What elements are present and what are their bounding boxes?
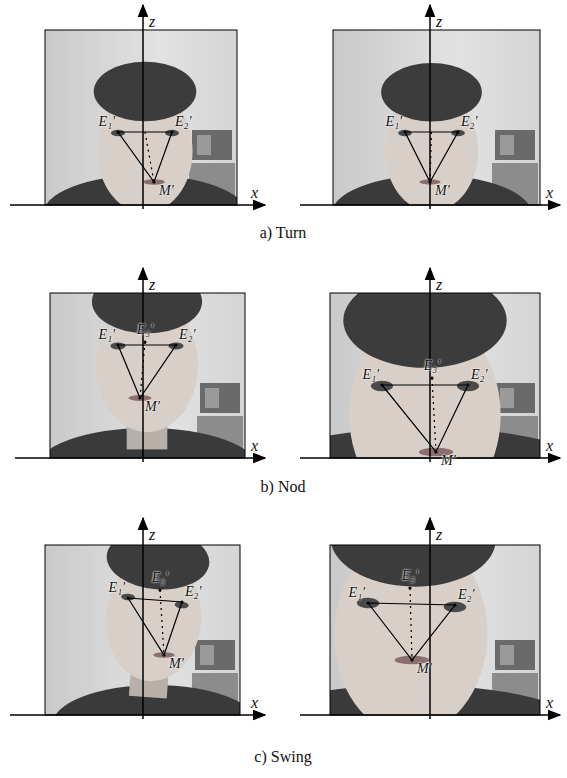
feature-triangle — [405, 132, 458, 182]
photo-panel — [262, 268, 567, 540]
subfigure-caption: a) Turn — [260, 224, 307, 242]
photo-frame — [330, 293, 540, 458]
axis-label: z — [149, 526, 155, 544]
feature-triangle — [118, 132, 172, 182]
photo-frame — [330, 545, 540, 715]
feature-point — [138, 396, 141, 399]
photo-panel — [246, 489, 567, 765]
feature-point — [152, 180, 155, 183]
photo-panel — [10, 518, 265, 765]
photo-frame — [45, 30, 237, 205]
axis-label: x — [546, 694, 553, 712]
face-photo — [45, 30, 237, 205]
feature-point — [456, 130, 459, 133]
point-label: E₁' — [109, 580, 125, 595]
point-label: E₂' — [179, 327, 195, 342]
z-axis — [142, 268, 144, 462]
point-label: M' — [169, 656, 184, 671]
point-label: E₁' — [386, 114, 402, 129]
axis-label: x — [251, 184, 258, 202]
feature-point — [434, 450, 437, 453]
point-label: M' — [441, 453, 456, 468]
subfigure-caption: b) Nod — [261, 478, 306, 496]
point-label: E₁' — [349, 585, 365, 600]
center-line — [432, 378, 436, 452]
point-label: E₃' — [137, 322, 153, 337]
photo-panel — [15, 268, 265, 508]
z-axis — [142, 518, 144, 719]
center-line — [140, 342, 145, 398]
center-line — [430, 132, 432, 182]
axis-label: x — [251, 437, 258, 455]
x-axis — [10, 204, 265, 206]
face-photo — [330, 545, 540, 715]
feature-point — [430, 376, 433, 379]
feature-point — [126, 596, 129, 599]
x-axis — [300, 457, 560, 459]
point-label: E₂' — [175, 114, 191, 129]
point-label: E₂' — [458, 587, 474, 602]
axis-label: x — [546, 437, 553, 455]
feature-point — [162, 653, 165, 656]
feature-point — [428, 180, 431, 183]
feature-point — [466, 383, 469, 386]
point-label: E₃' — [424, 358, 440, 373]
point-label: M' — [159, 183, 174, 198]
point-label: E₁' — [99, 114, 115, 129]
axis-label: z — [436, 526, 442, 544]
x-axis — [10, 714, 265, 716]
photo-frame — [333, 30, 540, 205]
feature-point — [143, 340, 146, 343]
feature-point — [174, 343, 177, 346]
feature-point — [116, 130, 119, 133]
axis-label: z — [149, 276, 155, 294]
feature-triangle — [118, 345, 176, 398]
photo-frame — [50, 293, 245, 458]
feature-triangle — [382, 385, 468, 452]
feature-point — [116, 343, 119, 346]
point-label: M' — [417, 661, 432, 676]
point-label: E₁' — [363, 367, 379, 382]
z-axis — [142, 5, 144, 209]
face-photo — [330, 293, 540, 458]
point-label: E₃' — [402, 568, 418, 583]
feature-point — [410, 658, 413, 661]
point-label: E₂' — [471, 367, 487, 382]
x-axis — [15, 457, 265, 459]
z-axis — [429, 518, 431, 719]
axis-label: z — [436, 276, 442, 294]
axis-label: z — [149, 13, 155, 31]
z-axis — [429, 5, 431, 209]
point-label: M' — [435, 183, 450, 198]
center-line — [145, 132, 154, 182]
center-line — [410, 588, 412, 660]
feature-point — [366, 601, 369, 604]
point-label: E₂' — [185, 584, 201, 599]
subfigure-caption: c) Swing — [254, 748, 311, 766]
point-label: E₂' — [461, 114, 477, 129]
axis-label: z — [436, 13, 442, 31]
face-photo — [333, 30, 540, 205]
photo-panel — [300, 5, 560, 255]
point-label: E₁' — [99, 327, 115, 342]
feature-triangle — [128, 598, 182, 655]
x-axis — [300, 204, 560, 206]
face-photo — [50, 293, 245, 458]
axis-label: x — [546, 184, 553, 202]
center-line — [160, 590, 164, 655]
point-label: E₃' — [152, 570, 168, 585]
point-label: M' — [145, 399, 160, 414]
feature-point — [408, 586, 411, 589]
feature-point — [180, 600, 183, 603]
feature-point — [158, 588, 161, 591]
x-axis — [300, 714, 560, 716]
axis-label: x — [251, 694, 258, 712]
photo-panel — [10, 5, 265, 255]
feature-point — [403, 130, 406, 133]
feature-point — [380, 383, 383, 386]
feature-point — [170, 130, 173, 133]
feature-point — [453, 603, 456, 606]
